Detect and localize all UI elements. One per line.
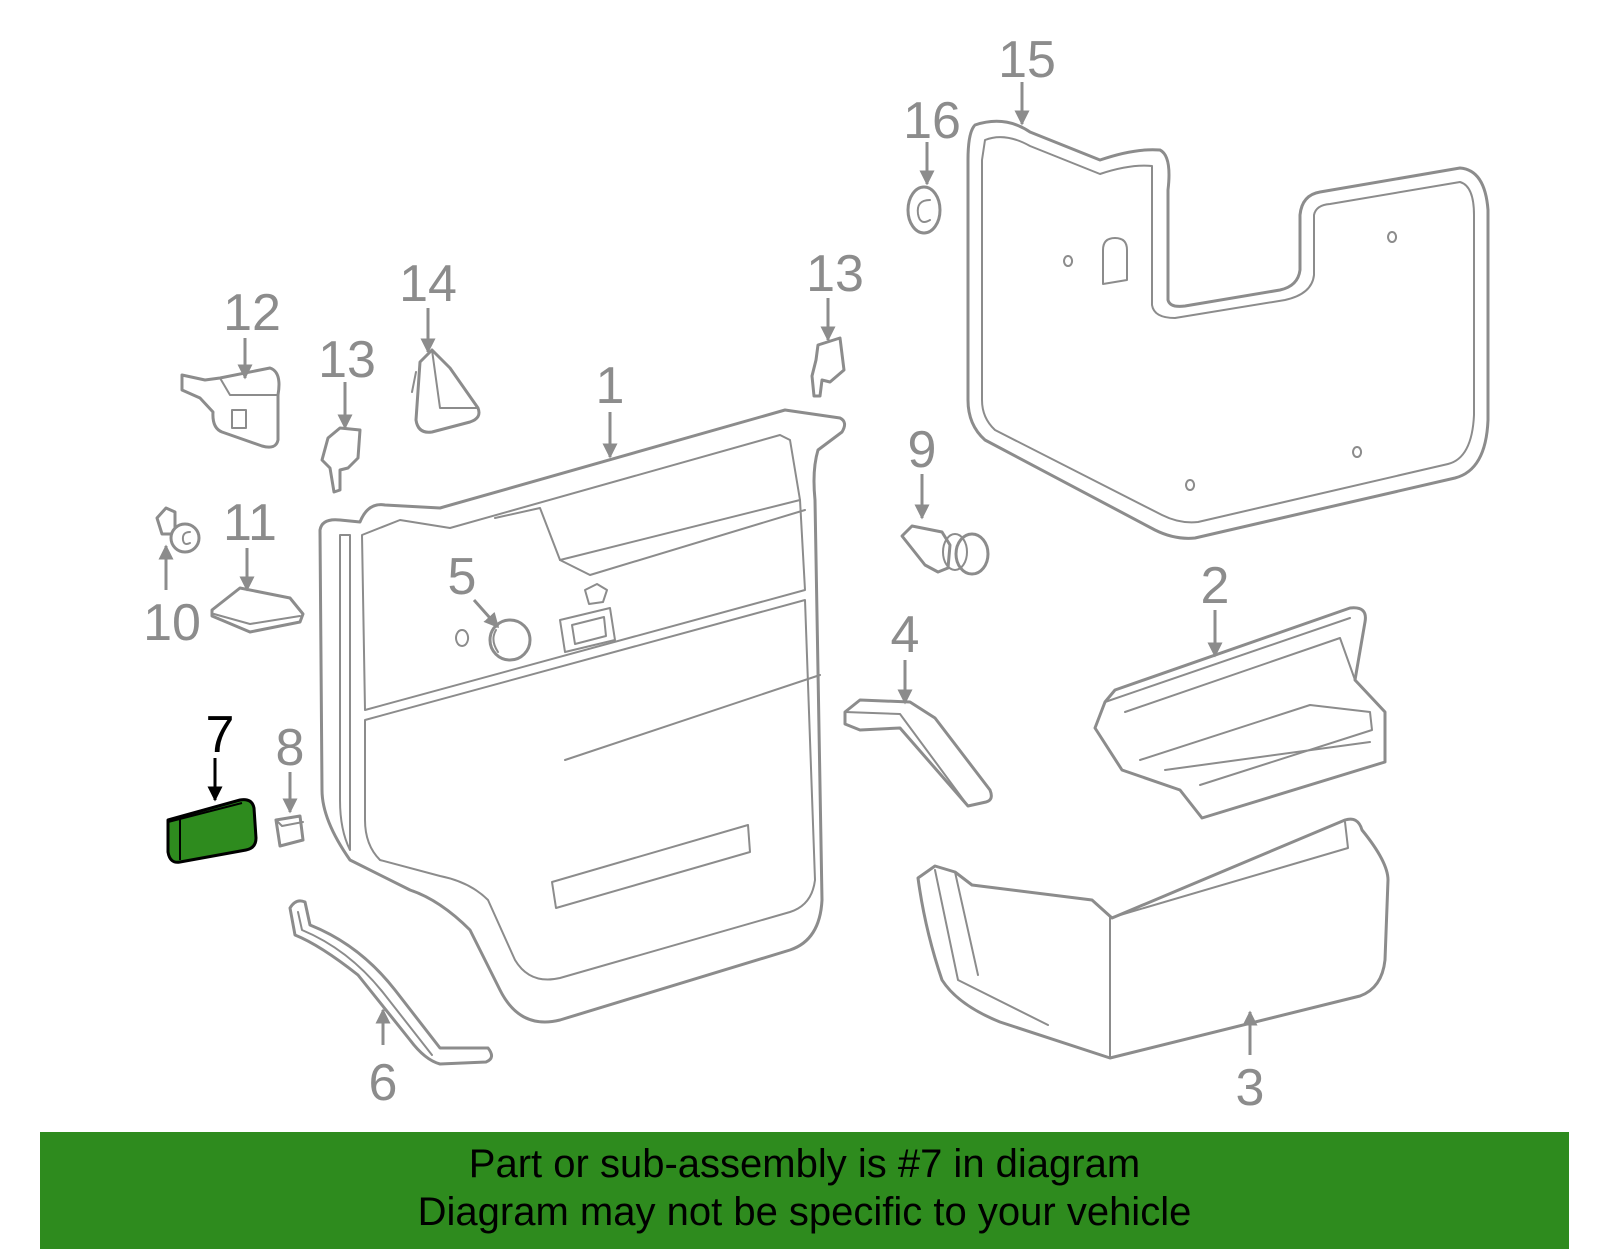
info-banner: Part or sub-assembly is #7 in diagram Di… <box>40 1132 1569 1249</box>
banner-line-2: Diagram may not be specific to your vehi… <box>417 1190 1192 1234</box>
callout-10: 10 <box>143 594 201 652</box>
callout-12: 12 <box>223 284 281 342</box>
part-6-strip[interactable] <box>288 899 493 1066</box>
part-15-panel[interactable] <box>966 119 1490 540</box>
part-9-connector[interactable] <box>900 524 990 576</box>
part-12-bracket[interactable] <box>180 366 281 449</box>
callout-4: 4 <box>891 606 920 664</box>
part-2-armrest[interactable] <box>1093 606 1387 820</box>
parts-diagram: 1 2 3 4 5 6 7 8 9 10 11 12 13 14 13 15 1… <box>143 31 1490 1117</box>
callout-6: 6 <box>369 1054 398 1112</box>
callout-14: 14 <box>399 255 457 313</box>
leader-arrows <box>158 82 1258 1055</box>
part-10-fastener[interactable] <box>155 506 201 554</box>
part-16-clip[interactable] <box>906 185 942 235</box>
callout-5: 5 <box>448 548 477 606</box>
callout-1: 1 <box>596 357 625 415</box>
callout-16: 16 <box>903 92 961 150</box>
part-11-pad[interactable] <box>210 586 305 634</box>
part-14-pocket[interactable] <box>411 348 481 434</box>
part-3-lower-panel[interactable] <box>916 817 1390 1060</box>
part-1-door-panel[interactable] <box>318 408 847 1024</box>
banner-line-1: Part or sub-assembly is #7 in diagram <box>468 1142 1141 1186</box>
callout-13-right: 13 <box>806 245 864 303</box>
part-5-knob[interactable] <box>488 618 532 662</box>
callout-11: 11 <box>223 494 277 552</box>
callout-7: 7 <box>206 706 235 764</box>
callout-8: 8 <box>276 719 305 777</box>
part-8-cap[interactable] <box>274 814 305 848</box>
callout-2: 2 <box>1201 557 1230 615</box>
callout-9: 9 <box>908 421 937 479</box>
callout-15: 15 <box>998 31 1056 89</box>
part-13-clip-right[interactable] <box>810 336 846 398</box>
callout-numbers: 1 2 3 4 5 6 7 8 9 10 11 12 13 14 13 15 1… <box>143 31 1264 1117</box>
callout-3: 3 <box>1236 1059 1265 1117</box>
callout-13-left: 13 <box>318 331 376 389</box>
part-4-handle[interactable] <box>843 698 993 808</box>
part-7-highlighted[interactable] <box>166 798 258 864</box>
part-13-clip-left[interactable] <box>320 426 362 494</box>
